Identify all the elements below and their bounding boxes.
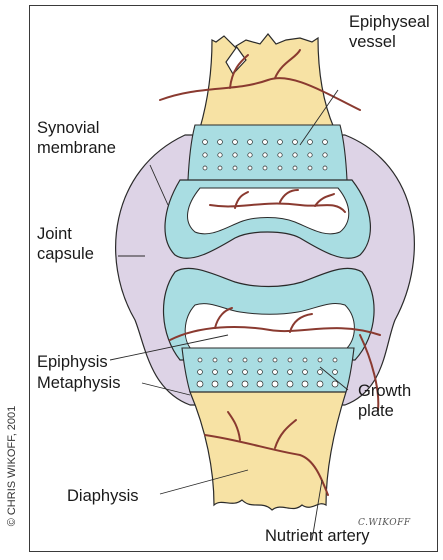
- label-joint-line2: capsule: [37, 244, 94, 264]
- label-diaphysis: Diaphysis: [67, 486, 139, 506]
- label-epiphysis: Epiphysis: [37, 352, 108, 372]
- upper-growth-plate: [188, 125, 347, 180]
- label-synovial-line2: membrane: [37, 138, 116, 158]
- label-growth-line1: Growth: [358, 381, 411, 401]
- lower-bone: [190, 392, 346, 510]
- label-synovial-membrane: Synovial membrane: [37, 118, 116, 158]
- copyright-credit: © CHRIS WIKOFF, 2001: [6, 396, 18, 536]
- label-epiphyseal-line1: Epiphyseal: [349, 12, 430, 32]
- label-epiphyseal-vessel: Epiphyseal vessel: [349, 12, 430, 52]
- label-joint-line1: Joint: [37, 224, 94, 244]
- label-synovial-line1: Synovial: [37, 118, 116, 138]
- label-metaphysis: Metaphysis: [37, 373, 120, 393]
- label-growth-line2: plate: [358, 401, 411, 421]
- label-joint-capsule: Joint capsule: [37, 224, 94, 264]
- label-nutrient-artery: Nutrient artery: [265, 526, 370, 546]
- lower-growth-plate: [182, 348, 354, 392]
- artist-signature: C.WIKOFF: [358, 518, 411, 528]
- label-epiphyseal-line2: vessel: [349, 32, 430, 52]
- label-growth-plate: Growth plate: [358, 381, 411, 421]
